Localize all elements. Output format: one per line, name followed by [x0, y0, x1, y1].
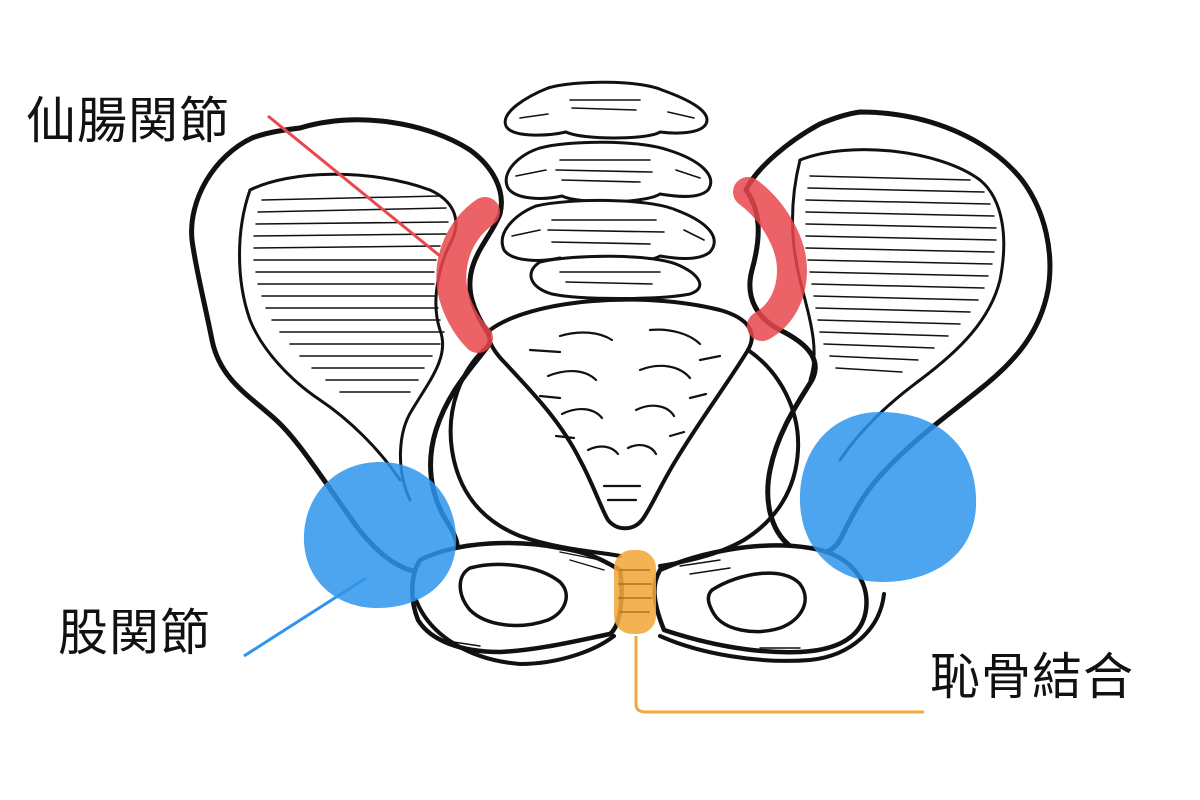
hip-joint-highlights — [303, 412, 977, 608]
pubic-symphysis-highlight — [614, 550, 656, 634]
pubic-hatching — [439, 551, 801, 649]
spine-hatching — [511, 99, 705, 285]
sacroiliac-joint-highlights — [436, 177, 808, 353]
pubic-symphysis-lines — [618, 569, 652, 613]
pubic-leader-line — [634, 636, 924, 714]
sacrum-details — [528, 328, 722, 502]
vertebra-4 — [529, 254, 702, 300]
left-hip-highlight — [303, 462, 457, 608]
sacrum — [487, 297, 754, 531]
obturator-right — [706, 571, 807, 634]
vertebra-3 — [500, 198, 716, 266]
right-hip-highlight — [799, 412, 977, 582]
vertebra-2 — [504, 140, 713, 204]
obturator-left — [458, 562, 568, 628]
pubic-symphysis-highlight-group — [614, 550, 656, 634]
ischium-left — [414, 598, 616, 666]
sacroiliac-joint-label: 仙腸関節 — [26, 92, 230, 150]
lumbar-spine — [500, 80, 716, 300]
hip-leader-line — [243, 576, 367, 658]
pubic-bones — [410, 540, 886, 666]
pubic-symphysis-label: 恥骨結合 — [930, 648, 1134, 706]
sacroiliac-leader-line — [267, 114, 441, 258]
leader-lines — [243, 114, 924, 714]
hip-joint-label: 股関節 — [58, 604, 211, 662]
right-ilium-hatching — [805, 175, 997, 373]
pelvic-brim — [448, 344, 801, 568]
right-sacroiliac-highlight — [733, 177, 808, 341]
left-sacroiliac-highlight — [436, 197, 500, 353]
ischium-right — [658, 592, 886, 663]
sacrum-outline — [487, 297, 754, 531]
left-ilium-hatching — [253, 195, 449, 393]
vertebra-1 — [503, 80, 709, 140]
